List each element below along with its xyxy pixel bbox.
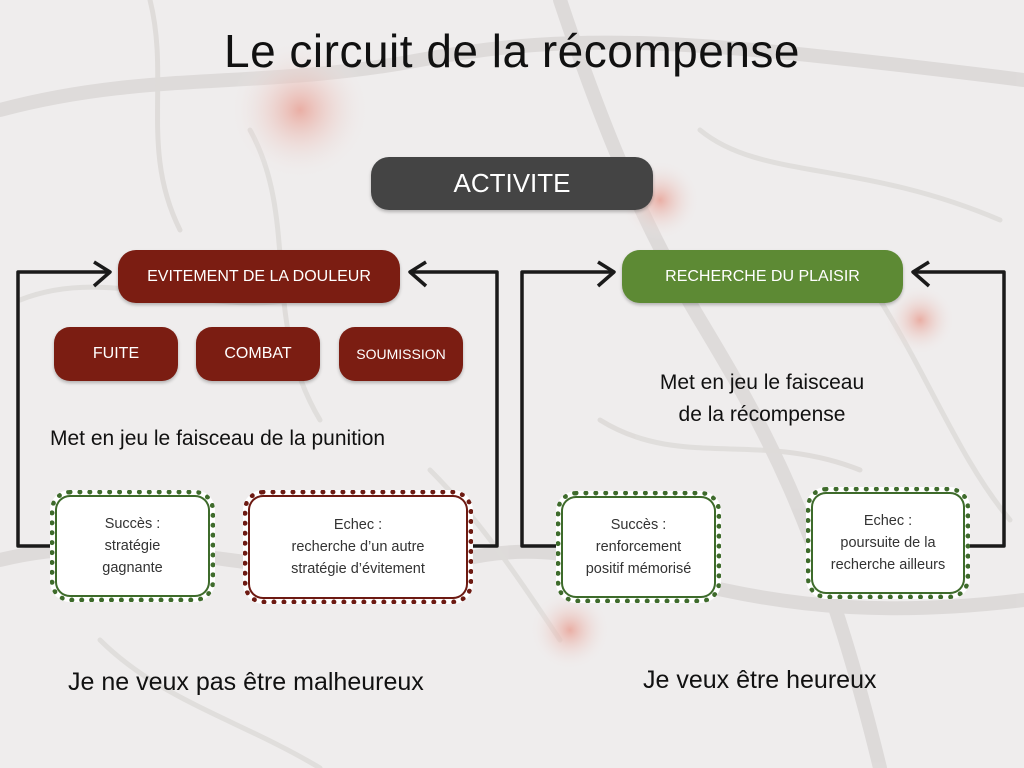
reward-note-line-2: de la récompense: [678, 403, 846, 426]
flight-node: FUITE: [54, 327, 178, 381]
pleasure-seeking-node: RECHERCHE DU PLAISIR: [622, 250, 903, 303]
left-failure-line-1: Echec :: [333, 517, 383, 533]
right-success-line-2: renforcement: [595, 539, 682, 555]
right-conclusion: Je veux être heureux: [643, 666, 877, 694]
submission-node: SOUMISSION: [339, 327, 463, 381]
left-failure-line-2: recherche d’un autre: [291, 539, 425, 555]
punishment-pathway-note: Met en jeu le faisceau de la punition: [50, 427, 386, 450]
right-success-line-1: Succès :: [610, 517, 667, 533]
right-failure-box: Echec : poursuite de la recherche ailleu…: [806, 487, 970, 599]
pain-avoidance-node: EVITEMENT DE LA DOULEUR: [118, 250, 400, 303]
activity-node: ACTIVITE: [371, 157, 653, 210]
reward-pathway-note: Met en jeu le faisceau de la récompense: [620, 367, 904, 431]
left-success-box: Succès : stratégie gagnante: [50, 490, 215, 602]
page-title: Le circuit de la récompense: [223, 25, 800, 77]
right-failure-line-1: Echec :: [863, 513, 913, 529]
right-failure-line-2: poursuite de la: [840, 535, 936, 551]
right-failure-line-3: recherche ailleurs: [830, 557, 946, 573]
left-failure-box: Echec : recherche d’un autre stratégie d…: [243, 490, 473, 604]
left-conclusion: Je ne veux pas être malheureux: [68, 668, 424, 696]
fight-node: COMBAT: [196, 327, 320, 381]
left-success-line-2: stratégie: [104, 538, 161, 554]
right-success-line-3: positif mémorisé: [585, 561, 692, 577]
left-success-line-3: gagnante: [102, 560, 163, 576]
left-failure-line-3: stratégie d’évitement: [291, 561, 425, 577]
right-success-box: Succès : renforcement positif mémorisé: [556, 491, 721, 603]
left-success-line-1: Succès :: [104, 516, 161, 532]
reward-note-line-1: Met en jeu le faisceau: [659, 371, 865, 394]
